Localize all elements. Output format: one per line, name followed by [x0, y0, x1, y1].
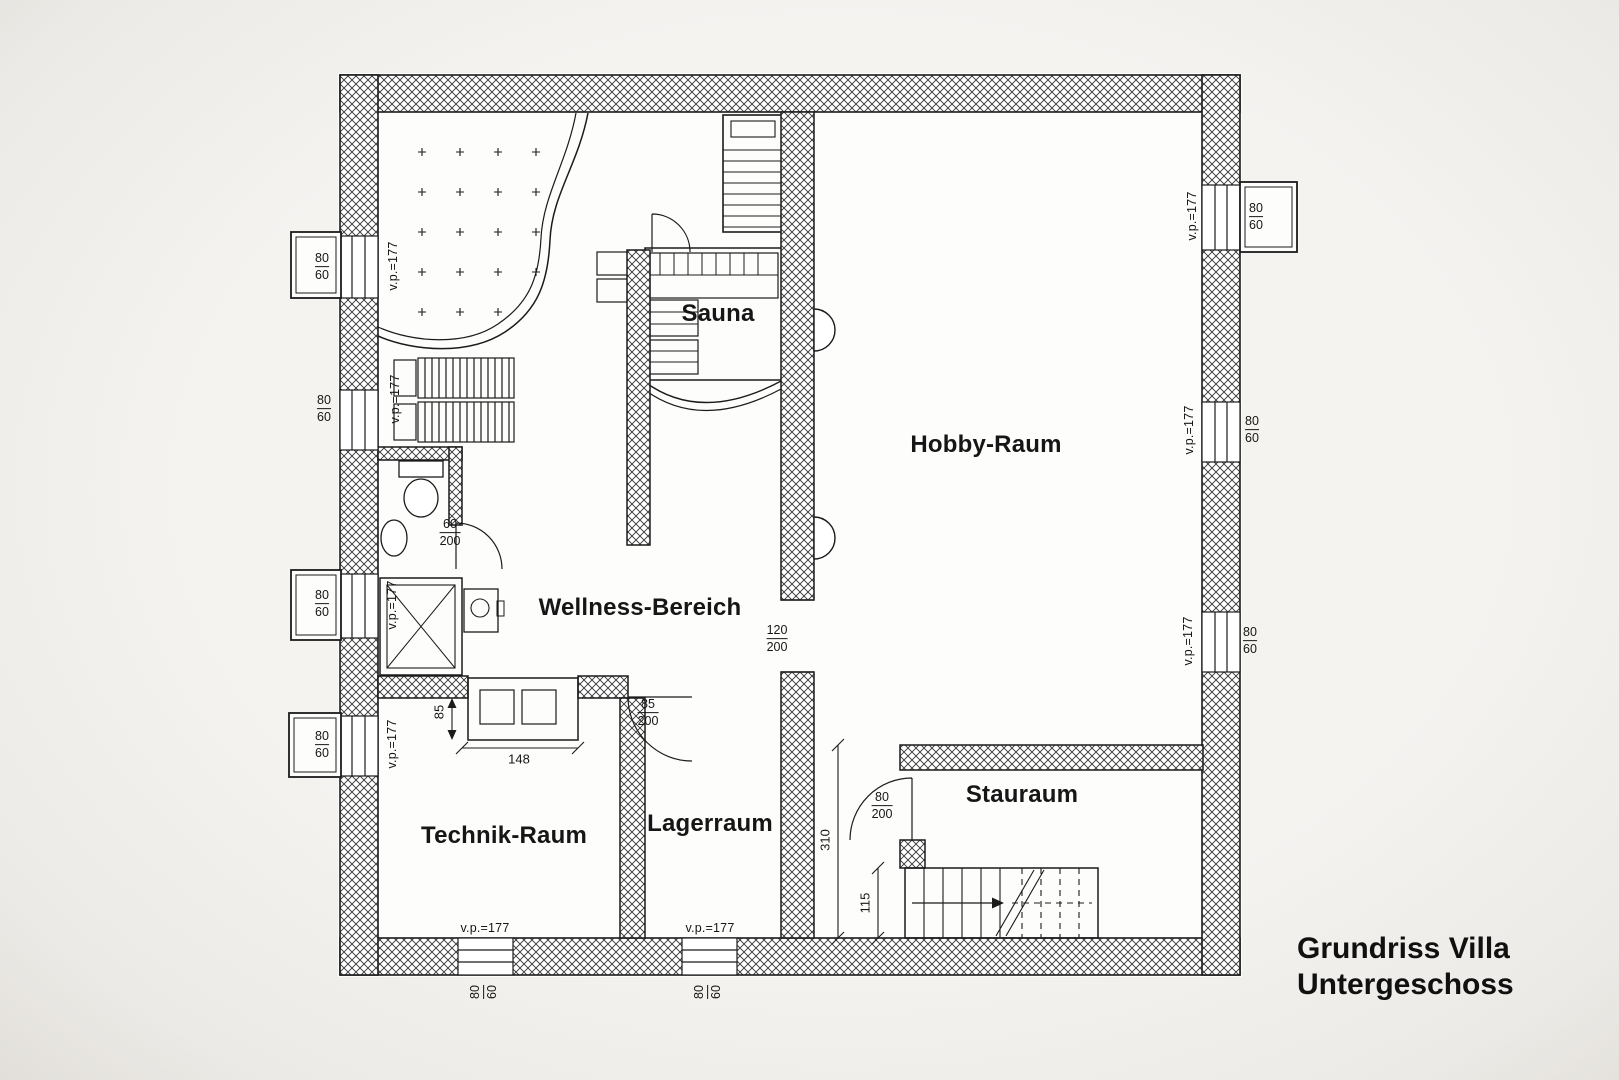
- fraction-bar: [315, 744, 329, 746]
- parapet-height-label: v.p.=177: [685, 921, 735, 935]
- fraction-bar: [1243, 640, 1257, 642]
- title-line-1: Grundriss Villa: [1297, 932, 1510, 965]
- parapet-height-label: v.p.=177: [1182, 405, 1196, 455]
- windows: [339, 184, 1241, 976]
- title-line-2: Untergeschoss: [1297, 968, 1514, 1001]
- wall-columns: [813, 308, 836, 560]
- tiled-area: [377, 112, 589, 350]
- shower: [379, 577, 463, 676]
- sauna-heater: [722, 114, 784, 233]
- dimension-label-closet-width: 148: [508, 751, 530, 767]
- locker-bench: [393, 357, 515, 443]
- room-label-sauna: Sauna: [681, 300, 755, 327]
- parapet-height-label: v.p.=177: [1185, 191, 1199, 241]
- stairs: [904, 867, 1099, 939]
- fraction-bar: [1249, 216, 1263, 218]
- dimension-label-stair-length: 310: [817, 829, 833, 851]
- parapet-height-label: v.p.=177: [388, 374, 402, 424]
- parapet-height-label: v.p.=177: [386, 241, 400, 291]
- washbasin: [463, 588, 505, 633]
- window-lightwells: [288, 181, 1298, 778]
- dimension-label-closet-depth: 85: [431, 704, 447, 720]
- fraction-bar: [317, 408, 331, 410]
- wc-fixtures: [380, 460, 444, 557]
- room-label-stauraum: Stauraum: [965, 781, 1079, 808]
- fraction-bar: [1245, 429, 1259, 431]
- parapet-height-label: v.p.=177: [1181, 616, 1195, 666]
- room-label-lagerraum: Lagerraum: [647, 810, 773, 837]
- doors: [455, 213, 913, 841]
- fraction-bar: [439, 532, 461, 534]
- interior-walls: [377, 111, 1204, 939]
- parapet-height-label: v.p.=177: [385, 580, 399, 630]
- fraction-bar: [483, 985, 485, 999]
- fraction-bar: [871, 805, 893, 807]
- parapet-height-label: v.p.=177: [385, 719, 399, 769]
- closet-niche: [467, 677, 579, 741]
- room-label-technik-raum: Technik-Raum: [421, 822, 587, 849]
- fraction-bar: [637, 712, 659, 714]
- room-label-wellness-bereich: Wellness-Bereich: [538, 594, 742, 621]
- fraction-bar: [766, 638, 788, 640]
- drawing-title: Grundriss Villa Untergeschoss: [1297, 931, 1514, 1003]
- fraction-bar: [315, 603, 329, 605]
- parapet-height-label: v.p.=177: [460, 921, 510, 935]
- dimension-lines: [447, 698, 885, 945]
- dimension-label-stair-width: 115: [857, 892, 873, 914]
- room-label-hobby-raum: Hobby-Raum: [910, 431, 1062, 458]
- fraction-bar: [315, 266, 329, 268]
- fraction-bar: [707, 985, 709, 999]
